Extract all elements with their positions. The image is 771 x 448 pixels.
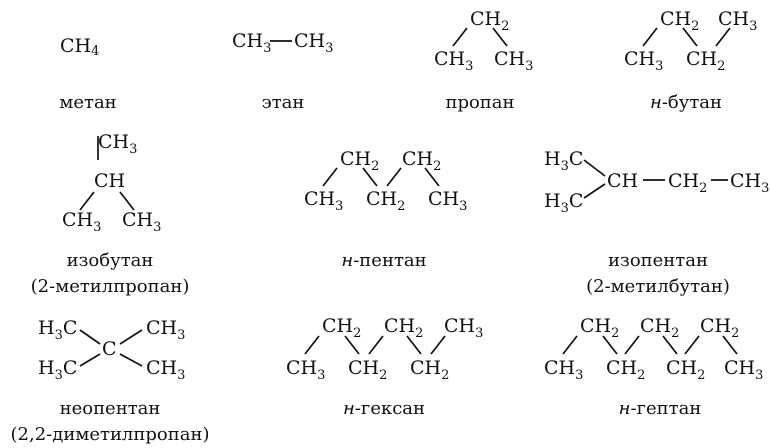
svg-text:CH2: CH2 <box>348 357 387 383</box>
svg-text:CH3: CH3 <box>98 131 137 157</box>
isobutane-formula: CH3 CH CH3 CH3 <box>62 131 161 235</box>
svg-text:H3C: H3C <box>544 190 583 216</box>
svg-text:H3C: H3C <box>38 357 77 383</box>
svg-text:CH3: CH3 <box>730 170 769 196</box>
svg-text:CH2: CH2 <box>384 315 423 341</box>
hexane-name: н-гексан <box>343 398 425 419</box>
svg-text:CH2: CH2 <box>666 357 705 383</box>
neopentane-formula: H3C H3C C CH3 CH3 <box>38 317 185 383</box>
svg-text:CH3: CH3 <box>624 48 663 74</box>
butane-formula: CH2 CH3 CH3 CH2 <box>624 8 757 74</box>
svg-text:CH3: CH3 <box>146 357 185 383</box>
svg-text:CH3: CH3 <box>434 48 473 74</box>
svg-text:CH3: CH3 <box>544 357 583 383</box>
svg-text:CH2: CH2 <box>340 148 379 174</box>
isobutane-alt-name: (2-метилпропан) <box>31 276 190 297</box>
svg-text:CH3: CH3 <box>724 357 763 383</box>
ethane-name: этан <box>262 92 305 113</box>
svg-text:CH3: CH3 <box>122 209 161 235</box>
svg-text:CH4: CH4 <box>60 35 99 59</box>
heptane-formula: CH2 CH2 CH2 CH3 CH2 CH2 CH3 <box>544 315 763 383</box>
isobutane-name: изобутан <box>67 250 154 271</box>
svg-text:CH3: CH3 <box>444 315 483 341</box>
svg-text:CH2: CH2 <box>700 315 739 341</box>
svg-text:CH3: CH3 <box>294 30 333 56</box>
propane-name: пропан <box>445 92 514 113</box>
methane-name: метан <box>59 92 116 113</box>
hexane-formula: CH2 CH2 CH3 CH3 CH2 CH2 <box>286 315 483 383</box>
svg-text:CH2: CH2 <box>410 357 449 383</box>
isopentane-alt-name: (2-метилбутан) <box>586 276 730 297</box>
svg-text:CH2: CH2 <box>686 48 725 74</box>
svg-text:CH3: CH3 <box>232 30 271 56</box>
svg-text:CH3: CH3 <box>718 8 757 34</box>
svg-text:H3C: H3C <box>544 148 583 174</box>
svg-text:CH3: CH3 <box>304 188 343 214</box>
svg-text:CH3: CH3 <box>146 317 185 343</box>
propane-formula: CH2 CH3 CH3 <box>434 8 533 74</box>
svg-text:CH2: CH2 <box>580 315 619 341</box>
svg-text:CH2: CH2 <box>470 8 509 34</box>
svg-text:CH2: CH2 <box>322 315 361 341</box>
methane-formula: CH4 <box>60 35 99 59</box>
pentane-name: н-пентан <box>341 250 426 271</box>
svg-text:CH: CH <box>94 170 125 192</box>
neopentane-name: неопентан <box>60 398 161 419</box>
svg-text:CH3: CH3 <box>286 357 325 383</box>
svg-text:CH3: CH3 <box>428 188 467 214</box>
svg-text:CH3: CH3 <box>494 48 533 74</box>
isopentane-name: изопентан <box>608 250 708 271</box>
neopentane-alt-name: (2,2-диметилпропан) <box>11 424 210 445</box>
svg-text:CH3: CH3 <box>62 209 101 235</box>
isopentane-formula: H3C H3C CH CH2 CH3 <box>544 148 769 216</box>
svg-text:CH2: CH2 <box>606 357 645 383</box>
svg-text:CH2: CH2 <box>640 315 679 341</box>
heptane-name: н-гептан <box>619 398 702 419</box>
ethane-formula: CH3 CH3 <box>232 30 333 56</box>
svg-text:CH2: CH2 <box>660 8 699 34</box>
svg-text:C: C <box>102 338 117 360</box>
pentane-formula: CH2 CH2 CH3 CH2 CH3 <box>304 148 467 214</box>
svg-text:CH2: CH2 <box>668 170 707 196</box>
butane-name: н-бутан <box>650 92 722 113</box>
svg-text:CH: CH <box>607 170 638 192</box>
svg-text:H3C: H3C <box>38 317 77 343</box>
svg-text:CH2: CH2 <box>402 148 441 174</box>
svg-text:CH2: CH2 <box>366 188 405 214</box>
